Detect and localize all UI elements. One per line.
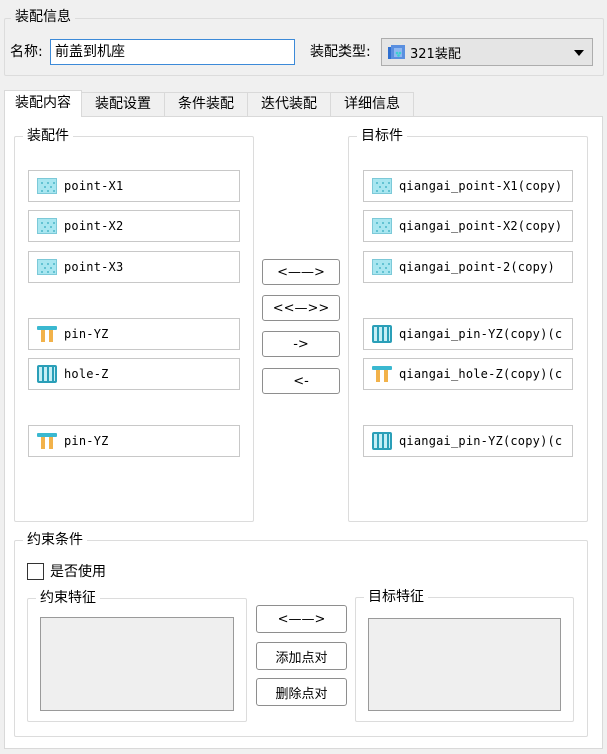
move-left-button[interactable]: <- <box>262 368 340 394</box>
add-pair-button[interactable]: 添加点对 <box>256 642 347 670</box>
pin-icon <box>372 365 392 383</box>
point-icon <box>372 178 392 194</box>
assembly-part-item[interactable]: pin-YZ <box>28 425 240 457</box>
use-constraints-label: 是否使用 <box>50 564 106 580</box>
constraint-feature-title: 约束特征 <box>36 589 100 607</box>
point-icon <box>37 259 57 275</box>
target-part-item[interactable]: qiangai_hole-Z(copy)(c <box>363 358 573 390</box>
tab-iterative-assembly[interactable]: 迭代装配 <box>247 92 331 116</box>
hole-icon <box>372 325 392 343</box>
swap-button[interactable]: <——> <box>262 259 340 285</box>
name-input[interactable]: 前盖到机座 <box>50 39 295 65</box>
target-part-item[interactable]: qiangai_point-X1(copy) <box>363 170 573 202</box>
constraint-swap-button[interactable]: <——> <box>256 605 347 633</box>
hole-icon <box>372 432 392 450</box>
assembly-part-item[interactable]: point-X3 <box>28 251 240 283</box>
point-icon <box>37 218 57 234</box>
constraints-title: 约束条件 <box>23 531 87 549</box>
target-part-item[interactable]: qiangai_pin-YZ(copy)(c <box>363 318 573 350</box>
delete-pair-button[interactable]: 删除点对 <box>256 678 347 706</box>
pin-icon <box>37 432 57 450</box>
assembly-part-item[interactable]: point-X1 <box>28 170 240 202</box>
point-icon <box>372 259 392 275</box>
constraint-feature-list[interactable] <box>40 617 234 711</box>
assembly-part-item[interactable]: pin-YZ <box>28 318 240 350</box>
target-part-item[interactable]: qiangai_point-2(copy) <box>363 251 573 283</box>
target-part-item[interactable]: qiangai_pin-YZ(copy)(c <box>363 425 573 457</box>
assembly-part-item[interactable]: point-X2 <box>28 210 240 242</box>
point-icon <box>372 218 392 234</box>
assembly-parts-title: 装配件 <box>23 127 73 145</box>
assembly-321-icon <box>388 44 406 60</box>
tab-assembly-settings[interactable]: 装配设置 <box>81 92 165 116</box>
target-feature-list[interactable] <box>368 618 561 711</box>
move-right-button[interactable]: -> <box>262 331 340 357</box>
tab-details[interactable]: 详细信息 <box>330 92 414 116</box>
assembly-type-value: 321装配 <box>410 46 461 62</box>
assembly-type-dropdown[interactable]: 321装配 <box>381 38 593 66</box>
point-icon <box>37 178 57 194</box>
target-feature-title: 目标特征 <box>364 588 428 606</box>
swap-all-button[interactable]: <<—>> <box>262 295 340 321</box>
hole-icon <box>37 365 57 383</box>
pin-icon <box>37 325 57 343</box>
assembly-info-title: 装配信息 <box>11 8 75 26</box>
assembly-part-item[interactable]: hole-Z <box>28 358 240 390</box>
name-label: 名称: <box>10 44 43 60</box>
chevron-down-icon <box>574 50 584 56</box>
assembly-type-label: 装配类型: <box>310 44 371 60</box>
use-constraints-checkbox[interactable] <box>27 563 44 580</box>
target-part-item[interactable]: qiangai_point-X2(copy) <box>363 210 573 242</box>
tab-conditional-assembly[interactable]: 条件装配 <box>164 92 248 116</box>
tab-bar: 装配内容 装配设置 条件装配 迭代装配 详细信息 <box>4 90 414 117</box>
tab-assembly-content[interactable]: 装配内容 <box>4 90 82 117</box>
target-parts-title: 目标件 <box>357 127 407 145</box>
